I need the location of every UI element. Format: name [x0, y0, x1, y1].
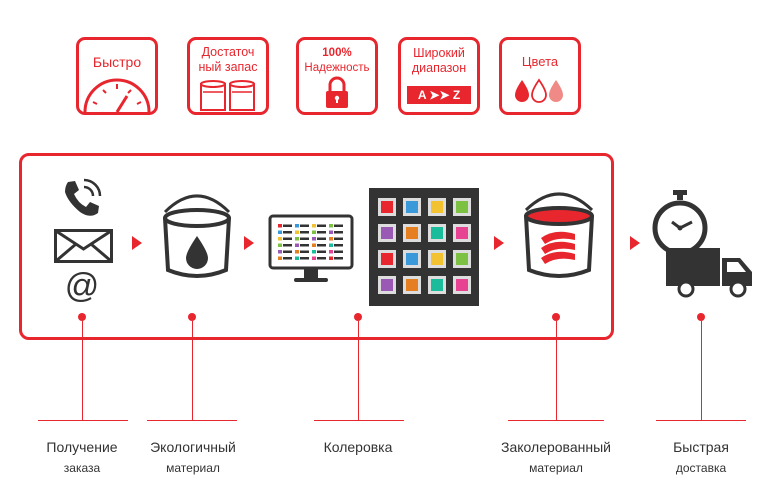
caption-line2: материал	[529, 461, 583, 475]
caption-line2: заказа	[63, 461, 101, 475]
paint-cans-icon	[200, 80, 255, 111]
caption-line1: Колеровка	[323, 439, 393, 455]
badge-colors: Цвета	[499, 37, 581, 115]
caption-line2: материал	[166, 461, 220, 475]
speedometer-icon	[83, 78, 151, 112]
connector-dot	[188, 313, 196, 321]
delivery-truck-icon	[666, 248, 752, 298]
arrow-right-icon	[494, 236, 504, 250]
connector-underline	[314, 420, 404, 421]
badge-label-line2: ный запас	[198, 60, 258, 74]
at-sign-icon: @	[64, 267, 100, 305]
padlock-icon	[326, 76, 348, 108]
connector-dot	[697, 313, 705, 321]
caption-tinting: Колеровка	[300, 437, 416, 458]
connector-line	[82, 321, 83, 420]
badge-range: Широкий диапазон A ➤➤ Z	[398, 37, 480, 115]
badge-label: Быстро	[92, 54, 142, 70]
connector-underline	[147, 420, 237, 421]
connector-line	[192, 321, 193, 420]
paint-can-drop-icon	[163, 194, 231, 278]
connector-underline	[38, 420, 128, 421]
badge-label-line1: 100%	[322, 47, 352, 59]
process-frame	[19, 153, 614, 340]
phone-icon	[65, 178, 102, 216]
connector-dot	[552, 313, 560, 321]
badge-label-line2: Надежность	[304, 62, 370, 74]
connector-dot	[78, 313, 86, 321]
arrow-right-icon	[630, 236, 640, 250]
caption-line2: доставка	[675, 461, 727, 475]
connector-underline	[508, 420, 604, 421]
connector-line	[701, 321, 702, 420]
badge-fast: Быстро	[76, 37, 158, 115]
badge-label-line1: Достаточ	[201, 45, 255, 59]
caption-eco-material: Экологичный материал	[130, 437, 256, 479]
caption-fast-delivery: Быстрая доставка	[646, 437, 756, 479]
caption-line1: Быстрая	[673, 439, 729, 455]
badge-label-line2: диапазон	[411, 61, 467, 75]
badge-reliability: 100% Надежность	[296, 37, 378, 115]
envelope-icon	[54, 229, 113, 263]
caption-line1: Заколерованный	[501, 439, 611, 455]
caption-order-receipt: Получение заказа	[22, 437, 142, 479]
connector-dot	[354, 313, 362, 321]
badge-label: Цвета	[521, 54, 559, 69]
a-to-z-icon: A ➤➤ Z	[407, 86, 471, 104]
caption-tinted-material: Заколерованный материал	[480, 437, 632, 479]
arrow-right-icon	[132, 236, 142, 250]
arrow-right-icon	[244, 236, 254, 250]
connector-underline	[656, 420, 746, 421]
caption-line1: Получение	[46, 439, 118, 455]
badge-stock: Достаточ ный запас	[187, 37, 269, 115]
monitor-icon	[268, 214, 354, 282]
connector-line	[556, 321, 557, 420]
color-drops-icon	[515, 78, 563, 103]
caption-line1: Экологичный	[150, 439, 236, 455]
stopwatch-icon	[652, 190, 708, 256]
tinting-machine-icon	[369, 188, 479, 306]
connector-line	[358, 321, 359, 420]
badge-label-line1: Широкий	[413, 46, 465, 60]
tinted-paint-can-icon	[524, 192, 594, 278]
